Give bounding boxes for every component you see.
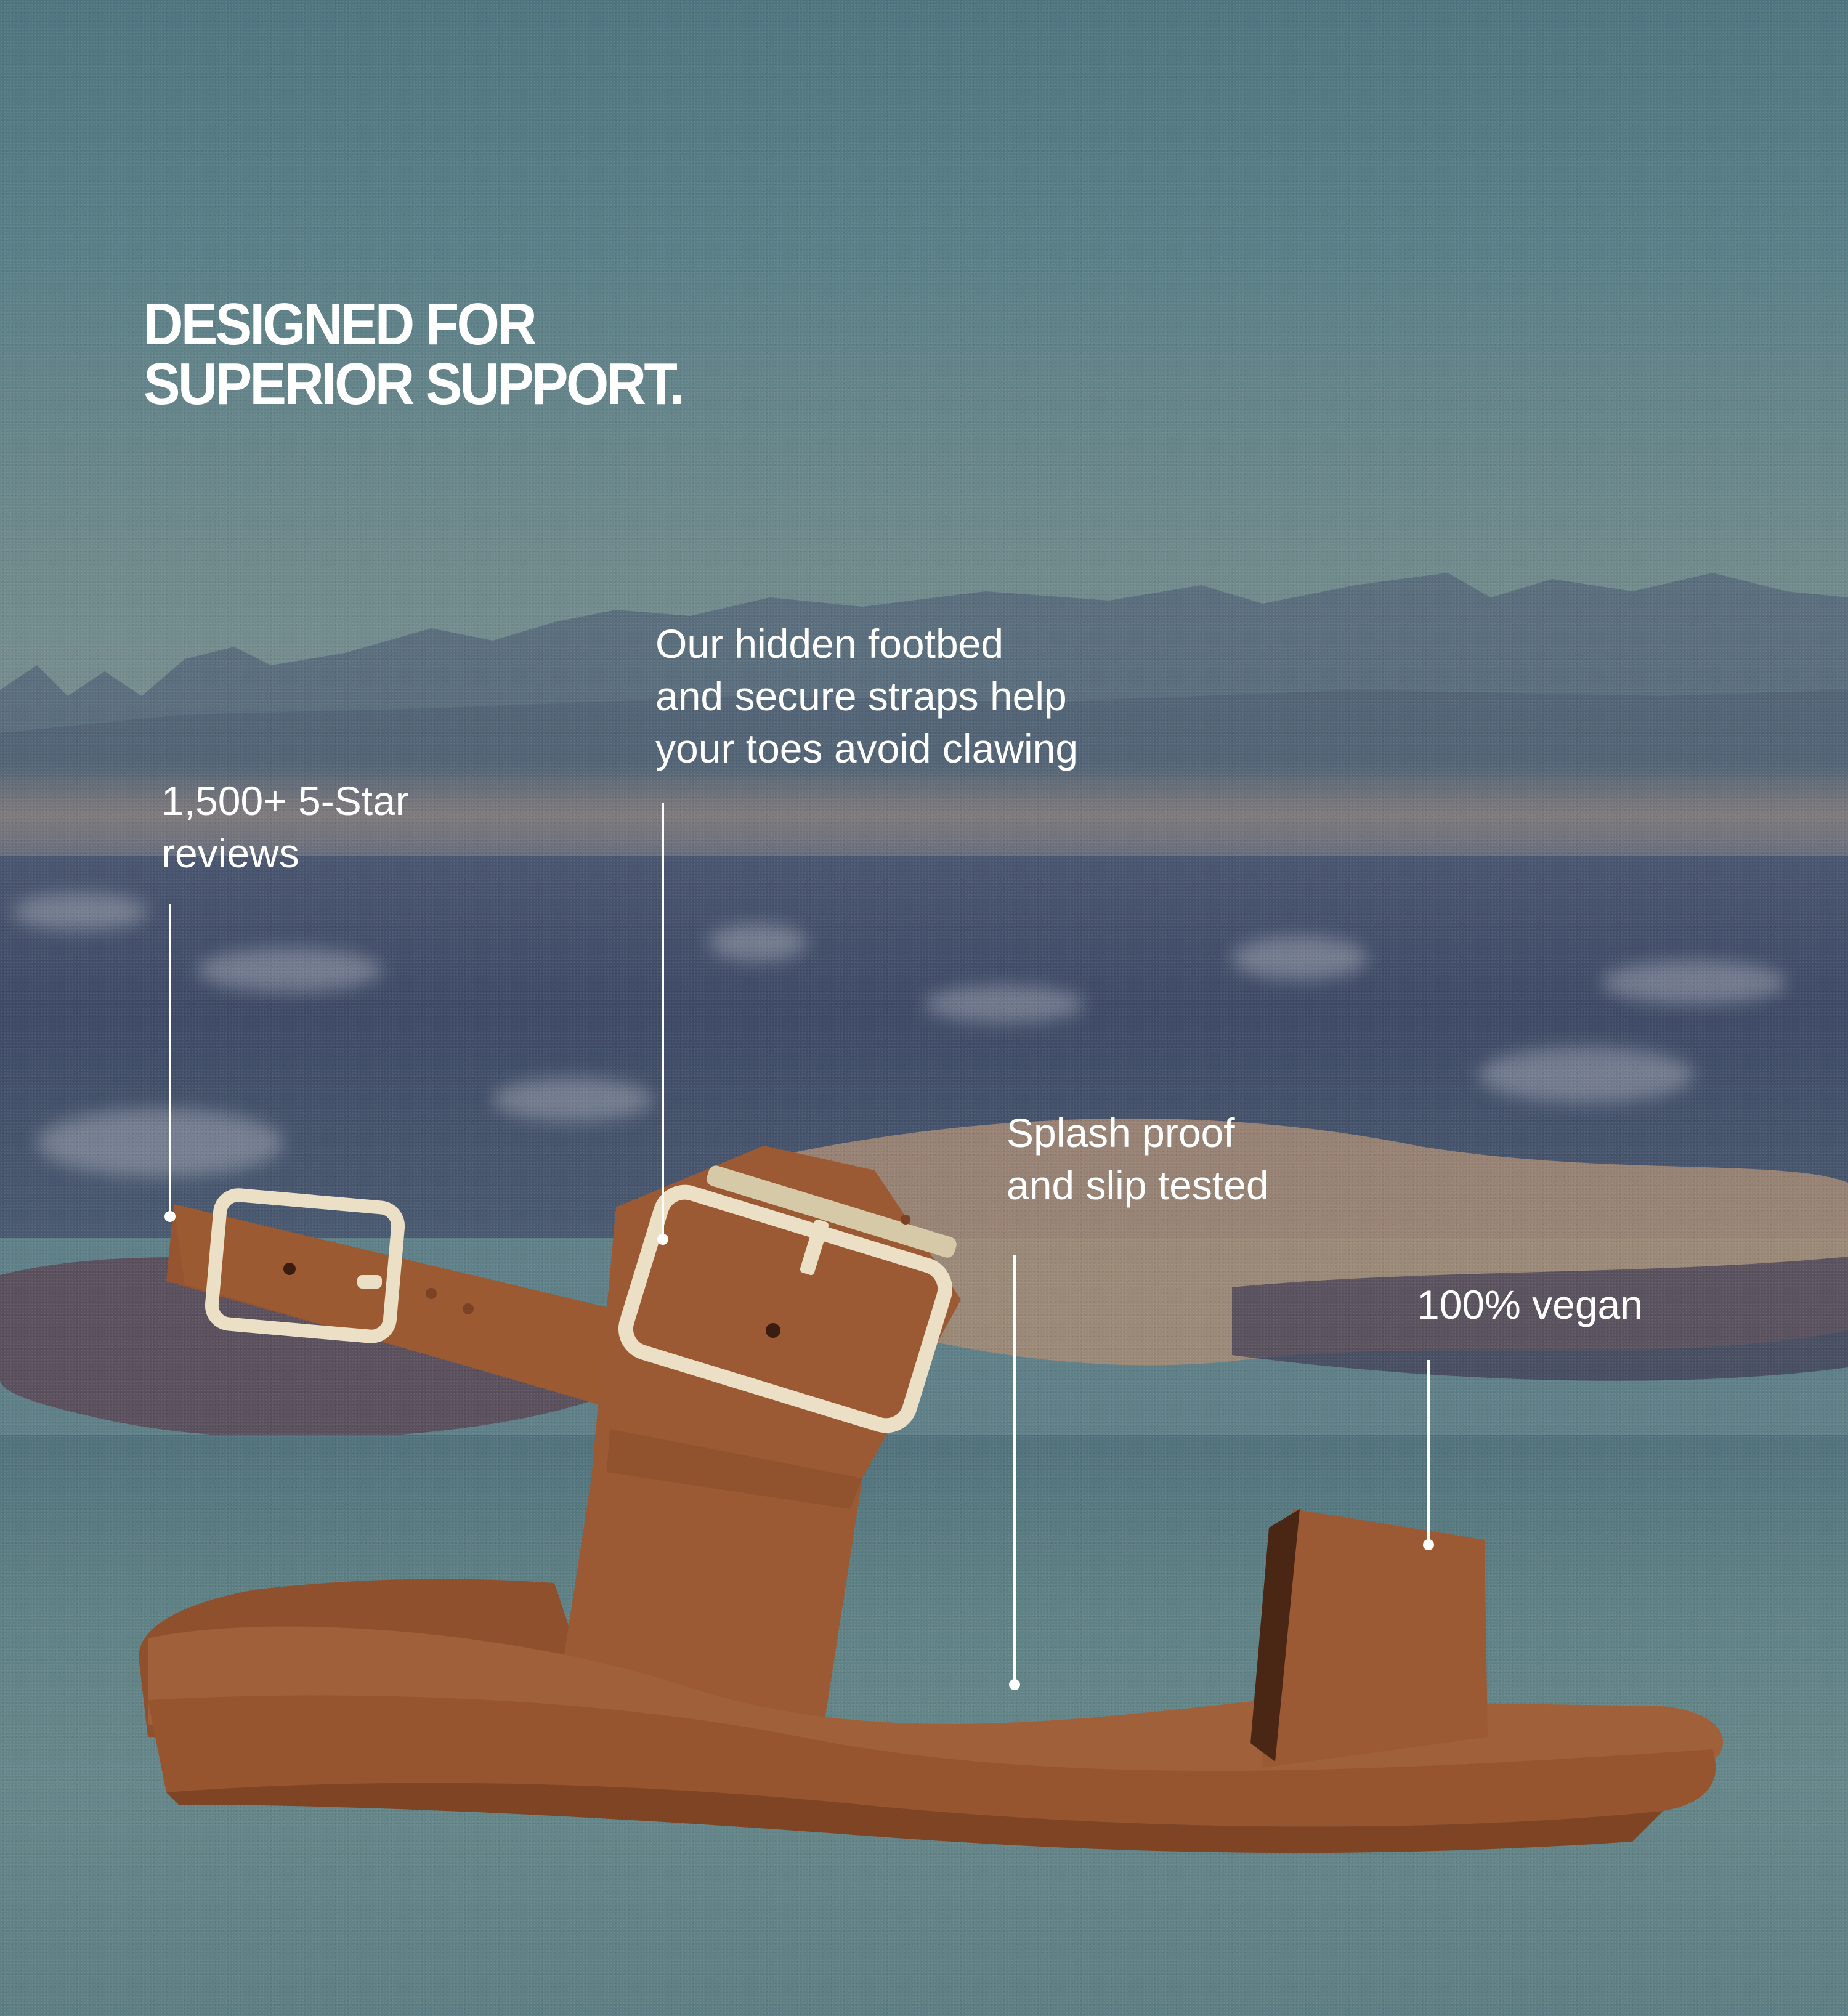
- callout-splash-dot-marker: [1009, 1679, 1020, 1690]
- callout-footbed-dot-marker: [657, 1234, 668, 1245]
- callout-vegan-line-1: 100% vegan: [1417, 1282, 1643, 1327]
- rocks: [0, 1118, 1848, 1438]
- callout-vegan-text: 100% vegan: [1417, 1279, 1643, 1331]
- callout-splash-line-1: Splash proof: [1007, 1110, 1235, 1156]
- headline-line-1: DESIGNED FOR: [144, 291, 537, 357]
- page-headline: DESIGNED FOR SUPERIOR SUPPORT.: [144, 291, 684, 417]
- headline-line-2: SUPERIOR SUPPORT.: [144, 351, 684, 417]
- callout-vegan-leader-line: [1427, 1360, 1430, 1545]
- callout-reviews-line-2: reviews: [161, 830, 299, 876]
- callout-vegan-dot-marker: [1423, 1539, 1434, 1550]
- callout-reviews-dot-marker: [164, 1211, 176, 1222]
- callout-footbed-text: Our hidden footbed and secure straps hel…: [655, 618, 1078, 775]
- callout-reviews-line-1: 1,500+ 5-Star: [161, 778, 409, 824]
- callout-splash-line-2: and slip tested: [1007, 1162, 1269, 1208]
- callout-splash-text: Splash proof and slip tested: [1007, 1107, 1269, 1212]
- callout-footbed-leader-line: [662, 803, 664, 1240]
- callout-footbed-line-3: your toes avoid clawing: [655, 726, 1079, 771]
- callout-footbed-line-2: and secure straps help: [655, 673, 1067, 719]
- callout-reviews-leader-line: [169, 904, 171, 1216]
- callout-reviews-text: 1,500+ 5-Star reviews: [161, 775, 409, 880]
- callout-footbed-line-1: Our hidden footbed: [655, 621, 1004, 666]
- callout-splash-leader-line: [1013, 1255, 1016, 1685]
